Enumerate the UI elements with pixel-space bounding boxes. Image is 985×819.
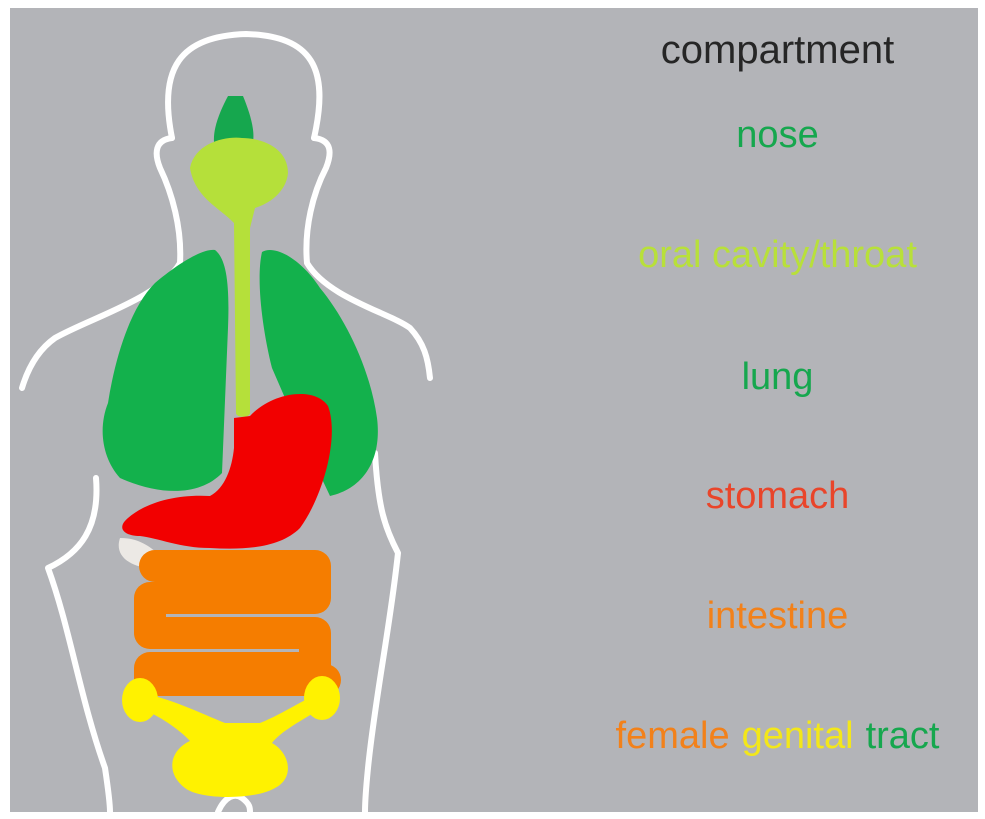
label-nose: nose: [570, 113, 978, 157]
label-word-genital: genital: [742, 715, 854, 757]
label-female-genital-tract: female genital tract: [570, 714, 978, 758]
left-torso-side: [48, 478, 110, 812]
legs-crotch-outline: [218, 796, 250, 812]
label-word-female: female: [616, 715, 730, 757]
diagram-panel: compartment nose oral cavity/throat lung…: [10, 8, 978, 812]
label-lung: lung: [570, 355, 978, 399]
intestine-organ: [150, 566, 325, 680]
left-lung-organ: [103, 250, 229, 491]
right-torso-side: [365, 453, 398, 812]
body-figure: [10, 8, 570, 812]
label-oral-cavity-throat: oral cavity/throat: [570, 233, 978, 277]
label-stomach: stomach: [570, 474, 978, 518]
label-intestine: intestine: [570, 594, 978, 638]
compartment-legend: compartment nose oral cavity/throat lung…: [570, 8, 978, 812]
label-word-tract: tract: [866, 715, 940, 757]
legend-title: compartment: [570, 28, 978, 72]
nose-organ: [214, 96, 254, 142]
